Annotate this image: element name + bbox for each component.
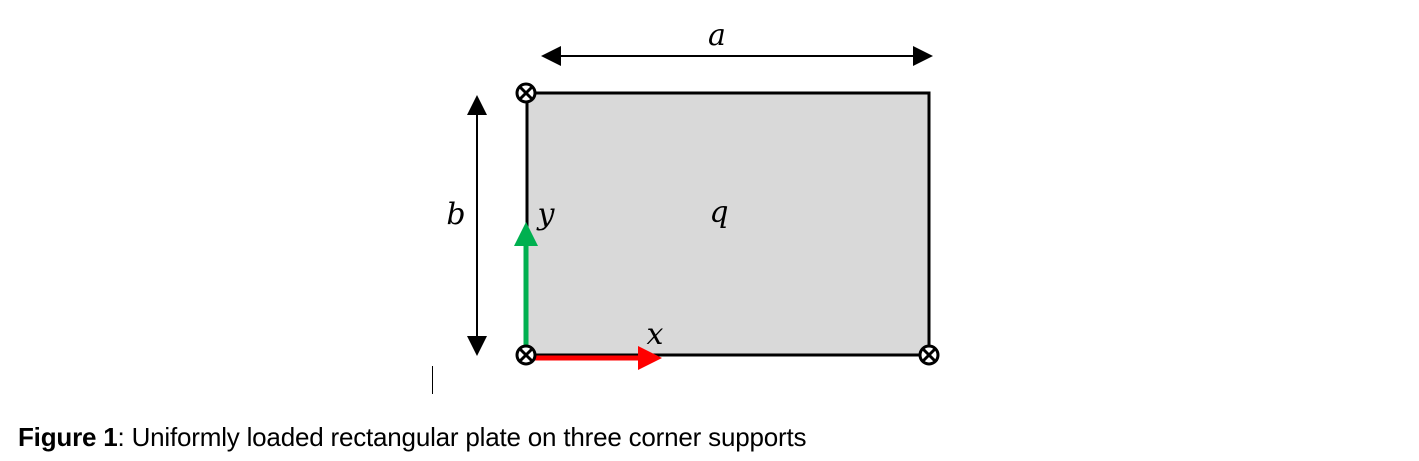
x-axis-arrow (527, 346, 662, 370)
support-icon-bottom-right (918, 344, 940, 366)
dimension-a-arrow (541, 46, 933, 66)
support-icon-top-left (515, 82, 537, 104)
label-b: b (446, 197, 465, 232)
y-axis-arrow (514, 222, 538, 355)
caption-text: : Uniformly loaded rectangular plate on … (117, 422, 807, 452)
label-x: x (647, 317, 664, 352)
support-icon-bottom-left (515, 344, 537, 366)
caption-prefix: Figure 1 (18, 422, 118, 452)
plate (525, 91, 931, 357)
label-q: q (709, 195, 728, 230)
dimension-b-arrow (467, 95, 487, 356)
text-cursor (432, 366, 433, 394)
label-a: a (708, 18, 726, 53)
figure-caption: Figure 1: Uniformly loaded rectangular p… (18, 422, 806, 453)
label-y: y (536, 197, 556, 232)
